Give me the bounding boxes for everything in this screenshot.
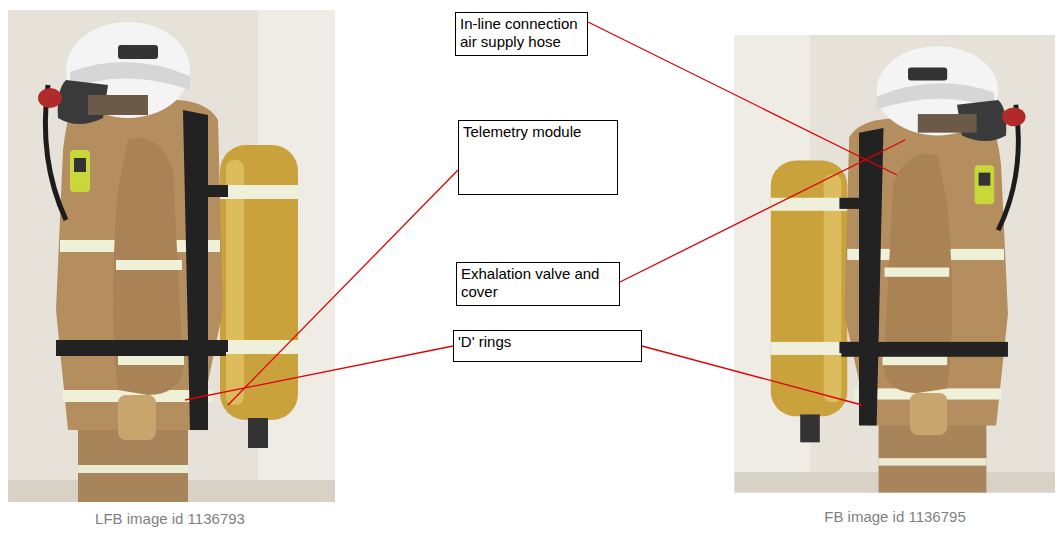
leader-line xyxy=(185,346,453,400)
part-name: 'D' rings xyxy=(458,333,637,351)
leader-line xyxy=(620,140,905,282)
leader-line xyxy=(642,346,862,405)
label-box: Exhalation valve and cover xyxy=(456,262,620,306)
leader-line xyxy=(228,170,458,405)
label-box: 'D' rings xyxy=(453,330,642,362)
image-caption: FB image id 1136795 xyxy=(824,508,965,526)
part-name: Exhalation valve and cover xyxy=(461,265,615,301)
part-name: Telemetry module xyxy=(463,123,613,141)
right-photo xyxy=(735,35,1055,493)
left-photo xyxy=(8,10,335,502)
label-box: Telemetry module xyxy=(458,120,618,195)
image-caption: LFB image id 1136793 xyxy=(95,510,245,528)
label-box: In-line connection air supply hose xyxy=(455,12,588,56)
part-name: In-line connection air supply hose xyxy=(460,15,583,51)
leader-line xyxy=(588,22,897,175)
